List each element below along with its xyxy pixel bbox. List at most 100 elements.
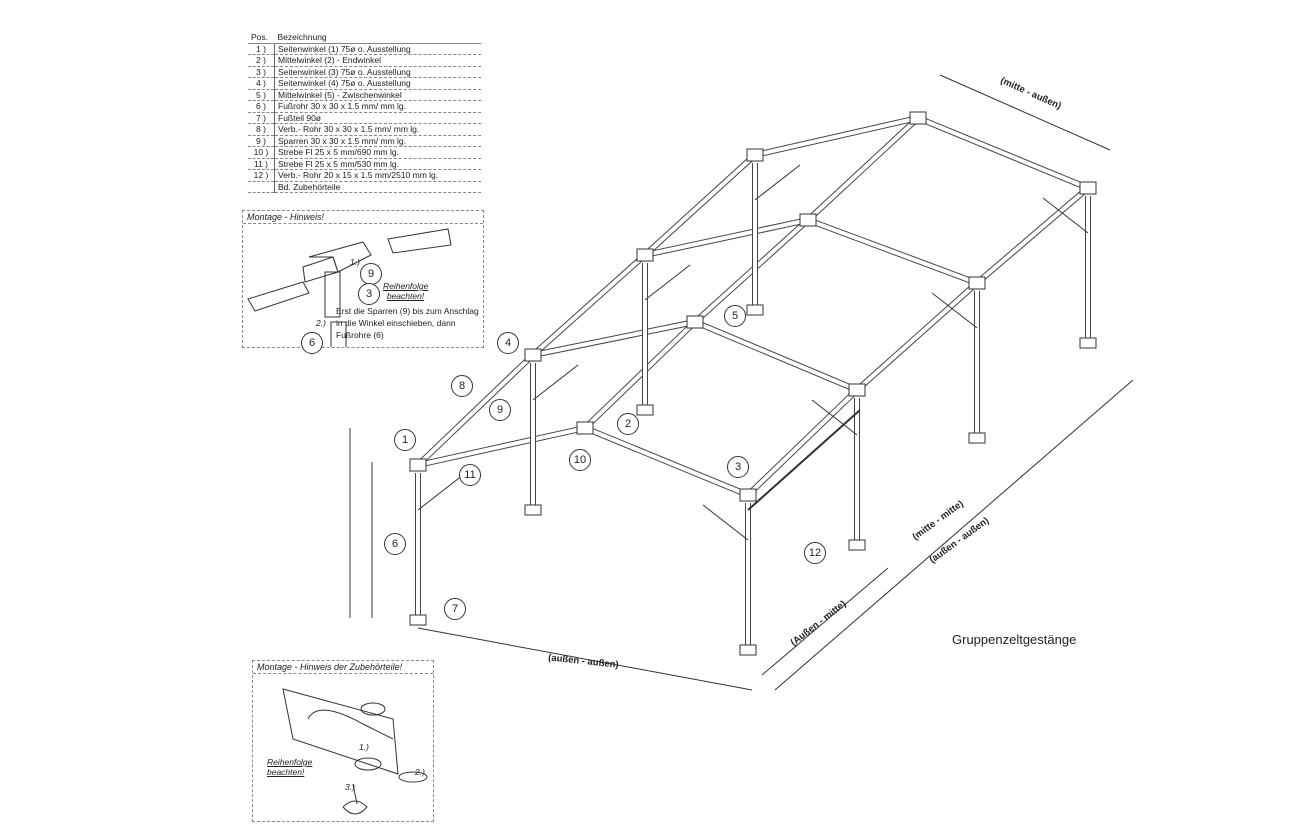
ridge-purlin-inner — [583, 320, 697, 430]
brace — [532, 364, 579, 401]
rafter-inner — [917, 116, 1089, 190]
rafter-inner — [644, 218, 809, 257]
foot-plate — [739, 644, 757, 656]
part-desc: Strebe Fl 25 x 5 mm/530 mm lg. — [274, 158, 481, 170]
part-pos: 12 ) — [248, 169, 275, 182]
rafter-inner — [807, 218, 978, 285]
foot-plate — [968, 432, 986, 444]
parts-row: 6 )Fußrohr 30 x 30 x 1.5 mm/ mm lg. — [248, 100, 481, 113]
part-pos: 4 ) — [248, 77, 275, 90]
dim-line-top — [939, 74, 1111, 151]
parts-row: 12 )Verb.- Rohr 20 x 15 x 1.5 mm/2510 mm… — [248, 169, 481, 182]
part-desc: Sparren 30 x 30 x 1.5 mm/ mm lg. — [274, 135, 481, 147]
brace — [702, 504, 749, 541]
corner-angle — [848, 383, 866, 397]
foot-plate — [524, 504, 542, 516]
part-desc: Seitenwinkel (4) 75ø o. Ausstellung — [274, 77, 481, 90]
corner-angle — [739, 488, 757, 502]
corner-angle — [968, 276, 986, 290]
eave-purlin-inner — [746, 388, 859, 497]
diagonal-brace-12 — [747, 409, 861, 511]
part-desc: Mittelwinkel (2) - Endwinkel — [274, 54, 481, 67]
assembly-note-box: Montage - Hinweis! 9 1.) 3 6 2.) Reihenf… — [242, 210, 484, 354]
parts-row: 5 )Mittelwinkel (5) - Zwischenwinkel — [248, 89, 481, 101]
part-desc: Seitenwinkel (3) 75ø o. Ausstellung — [274, 66, 481, 78]
part-desc: Mittelwinkel (5) - Zwischenwinkel — [274, 89, 481, 101]
ridge-purlin-inner — [806, 116, 920, 222]
part-desc: Fußteil 90ø — [274, 112, 481, 124]
ridge-purlin-inner — [693, 218, 810, 324]
desc-header: Bezeichnung — [274, 32, 481, 44]
parts-row: Bd. Zubehörteile — [248, 181, 481, 193]
part-pos: 10 ) — [248, 146, 275, 159]
corner-angle — [576, 421, 594, 435]
callout-8: 8 — [451, 375, 473, 397]
brace — [931, 292, 978, 329]
part-pos: 5 ) — [248, 89, 275, 101]
eave-purlin-inner — [531, 253, 647, 357]
rafter-inner — [694, 320, 858, 392]
rafter-inner — [417, 426, 586, 467]
part-pos: 9 ) — [248, 135, 275, 147]
order-note: Reihenfolge beachten! — [383, 281, 429, 301]
parts-row: 7 )Fußteil 90ø — [248, 112, 481, 124]
callout-2: 2 — [617, 413, 639, 435]
callout-9: 9 — [489, 399, 511, 421]
part-pos: 1 ) — [248, 43, 275, 55]
eave-purlin-inner — [416, 353, 535, 467]
acc-step-3: 3.) — [345, 782, 355, 792]
parts-row: 11 )Strebe Fl 25 x 5 mm/530 mm lg. — [248, 158, 481, 170]
part-pos: 6 ) — [248, 100, 275, 113]
foot-plate — [409, 614, 427, 626]
step-1-label: 1.) — [350, 257, 360, 267]
accessory-note-title: Montage - Hinweis der Zubehörteile! — [253, 661, 433, 674]
corner-angle — [524, 348, 542, 362]
brace — [811, 399, 858, 436]
corner-angle — [746, 148, 764, 162]
dim-line-side — [774, 379, 1134, 691]
part-desc: Seitenwinkel (1) 75ø o. Ausstellung — [274, 43, 481, 55]
parts-list-table: Pos. Bezeichnung 1 )Seitenwinkel (1) 75ø… — [248, 32, 481, 193]
callout-6: 6 — [384, 533, 406, 555]
brace — [644, 264, 691, 301]
callout-3: 3 — [727, 456, 749, 478]
foot-plate — [636, 404, 654, 416]
corner-angle — [909, 111, 927, 125]
drawing-caption: Gruppenzeltgestänge — [952, 632, 1077, 647]
eave-purlin-inner — [643, 153, 757, 257]
foot-plate — [746, 304, 764, 316]
rafter-inner — [754, 116, 919, 157]
assembly-instructions: Erst die Sparren (9) bis zum Anschlag in… — [336, 306, 479, 340]
pos-header: Pos. — [248, 32, 275, 44]
parts-row: 9 )Sparren 30 x 30 x 1.5 mm/ mm lg. — [248, 135, 481, 147]
callout-12: 12 — [804, 542, 826, 564]
dim-line-front — [417, 627, 753, 691]
callout-11: 11 — [459, 464, 481, 486]
rafter-inner — [532, 320, 696, 357]
parts-row: 8 )Verb.- Rohr 30 x 30 x 1.5 mm/ mm lg. — [248, 123, 481, 136]
parts-row: 3 )Seitenwinkel (3) 75ø o. Ausstellung — [248, 66, 481, 78]
part-pos: 11 ) — [248, 158, 275, 170]
parts-row: 4 )Seitenwinkel (4) 75ø o. Ausstellung — [248, 77, 481, 90]
brace — [417, 474, 464, 511]
dim-line-front-side — [761, 567, 889, 676]
callout-3-small: 3 — [358, 283, 380, 305]
part-pos — [248, 181, 275, 193]
callout-4: 4 — [497, 332, 519, 354]
acc-order-note: Reihenfolge beachten! — [267, 757, 313, 777]
callout-10: 10 — [569, 449, 591, 471]
part-desc: Verb.- Rohr 30 x 30 x 1.5 mm/ mm lg. — [274, 123, 481, 136]
part-desc: Verb.- Rohr 20 x 15 x 1.5 mm/2510 mm lg. — [274, 169, 481, 182]
foot-plate — [1079, 337, 1097, 349]
part-desc: Strebe Fl 25 x 5 mm/690 mm lg. — [274, 146, 481, 159]
rafter-inner — [584, 426, 749, 497]
accessory-sketch — [282, 688, 428, 815]
parts-row: 1 )Seitenwinkel (1) 75ø o. Ausstellung — [248, 43, 481, 55]
accessory-note-box: Montage - Hinweis der Zubehörteile! 1.) … — [252, 660, 434, 822]
callout-1: 1 — [394, 429, 416, 451]
part-pos: 2 ) — [248, 54, 275, 67]
corner-angle — [1079, 181, 1097, 195]
brace — [754, 164, 801, 201]
parts-row: 2 )Mittelwinkel (2) - Endwinkel — [248, 54, 481, 67]
